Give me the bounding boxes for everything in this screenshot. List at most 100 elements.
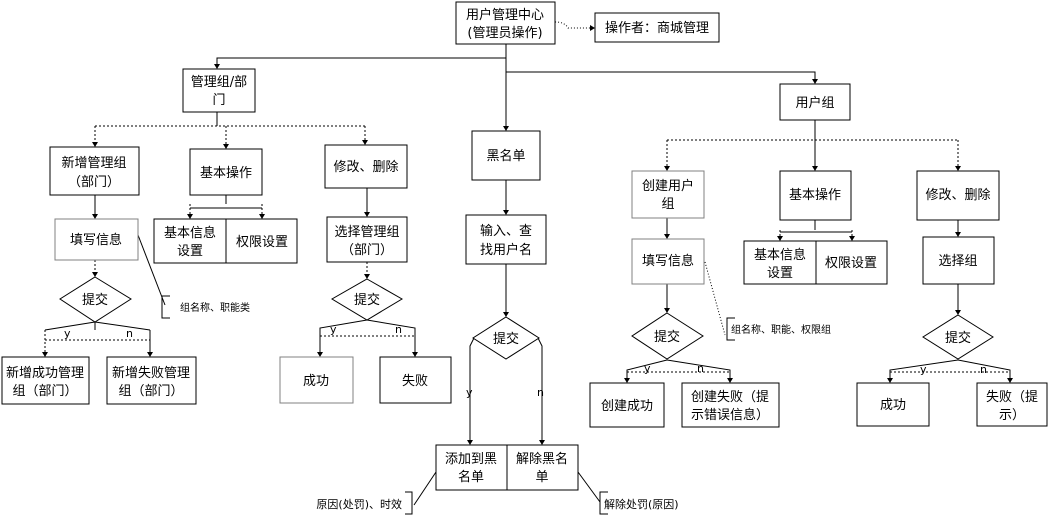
note-unblock-reason: 解除处罚(原因) (599, 491, 679, 515)
arrow-head (317, 352, 323, 357)
success-1-label: 成功 (303, 374, 329, 389)
arrow-head (955, 166, 961, 171)
node-input-find: 输入、查 找用户名 (465, 214, 547, 265)
root-line1: 用户管理中心 (466, 7, 544, 23)
create-fail-line1: 创建失败（提 (691, 389, 769, 405)
fail-hint-line1: 失败（提 (986, 389, 1038, 405)
user-group-label: 用户组 (795, 95, 834, 111)
branch-no-5: n (980, 363, 987, 376)
note-ug-fields: 组名称、职能、权限组 (726, 317, 831, 341)
node-basic-op-1: 基本操作 (189, 148, 263, 196)
arrow-head (214, 64, 220, 69)
node-root: 用户管理中心 (管理员操作) (455, 1, 556, 45)
node-create-ug: 创建用户 组 (631, 170, 705, 219)
branch-no-3: n (537, 386, 544, 399)
arrow-head (887, 378, 893, 383)
connector-root-ug (506, 71, 816, 79)
node-basic-info-2: 基本信息 设置 (743, 240, 817, 285)
node-submit-4: 提交 (631, 312, 704, 360)
add-mg-line2: （部门） (68, 175, 120, 190)
arrow-head (664, 308, 670, 313)
basic-op-1-label: 基本操作 (200, 165, 252, 181)
node-add-blacklist: 添加到黑 名单 (435, 444, 508, 491)
node-fail-1: 失败 (379, 356, 452, 404)
arrow-head (42, 352, 48, 357)
node-create-ok: 创建成功 (589, 382, 665, 428)
node-success-1: 成功 (279, 356, 354, 404)
node-submit-1: 提交 (59, 276, 132, 323)
connector-root-operator (554, 21, 590, 29)
blacklist-label: 黑名单 (486, 148, 525, 164)
node-perm-2: 权限设置 (815, 240, 888, 285)
arrow-head (955, 310, 961, 315)
submit-2-label: 提交 (354, 292, 380, 308)
remove-black-line2: 单 (535, 470, 548, 485)
node-edit-del-2: 修改、删除 (916, 170, 1000, 221)
node-remove-blacklist: 解除黑名 单 (506, 444, 579, 491)
arrow-head (92, 214, 98, 219)
node-submit-3: 提交 (472, 316, 540, 360)
fill-info-1-label: 填写信息 (70, 232, 122, 248)
remove-black-line1: 解除黑名 (516, 451, 568, 467)
connector-submit3-left (626, 359, 668, 378)
note-mg-fields: 组名称、职能类 (161, 295, 250, 319)
submit-4-label: 提交 (654, 329, 680, 345)
arrow-head (1007, 378, 1013, 383)
arrow-head (539, 440, 545, 445)
arrow-head (412, 352, 418, 357)
node-user-group: 用户组 (779, 83, 851, 121)
select-mg-line1: 选择管理组 (334, 225, 399, 240)
branch-yes-2: y (330, 323, 337, 336)
branch-no-4: n (697, 362, 704, 375)
connector-submit2-right (537, 337, 543, 440)
node-select-mg: 选择管理组 （部门） (326, 216, 408, 263)
fill-info-2-label: 填写信息 (642, 253, 694, 269)
branch-no-1: n (126, 327, 133, 340)
branch-yes-1: y (64, 327, 71, 340)
arrow-head (147, 352, 153, 357)
basic-info-2-line1: 基本信息 (754, 247, 806, 263)
note-unblock-reason-text: 解除处罚(原因) (604, 497, 679, 511)
arrow-head (187, 214, 193, 219)
submit-5-label: 提交 (945, 330, 971, 346)
node-fill-info-1: 填写信息 (54, 218, 139, 261)
add-ok-line2: 组（部门） (12, 384, 77, 399)
arrow-head (92, 142, 98, 147)
node-basic-info-1: 基本信息 设置 (153, 218, 227, 264)
add-fail-line2: 组（部门） (118, 384, 183, 399)
branch-no-2: n (395, 323, 402, 336)
node-create-fail: 创建失败（提 示错误信息） (681, 382, 780, 428)
input-find-line2: 找用户名 (480, 242, 532, 258)
node-submit-5: 提交 (922, 314, 994, 360)
note-ug-fields-text: 组名称、职能、权限组 (731, 323, 831, 336)
arrow-head (664, 166, 670, 171)
operator-label: 操作者：商城管理 (605, 20, 709, 36)
connector-root-mg (216, 57, 506, 64)
node-operator: 操作者：商城管理 (594, 12, 720, 43)
connector-submit1-right (366, 319, 416, 352)
node-perm-1: 权限设置 (225, 218, 298, 264)
arrow-head (777, 236, 783, 241)
connector-submit4-right (957, 359, 1011, 378)
arrow-head (955, 232, 961, 237)
create-ok-label: 创建成功 (601, 399, 653, 414)
node-basic-op-2: 基本操作 (779, 170, 852, 221)
add-black-line1: 添加到黑 (445, 452, 497, 467)
note-leader-unblock (577, 471, 601, 503)
note-leader-black (413, 471, 437, 506)
branch-yes-5: y (920, 363, 927, 376)
arrow-head (624, 378, 630, 383)
arrow-head (259, 214, 265, 219)
success-2-label: 成功 (880, 398, 906, 413)
connector-basic2-split (780, 220, 852, 233)
node-management-group: 管理组/部 门 (182, 68, 256, 113)
add-fail-line1: 新增失败管理 (112, 365, 190, 381)
connector-basic1-split (190, 195, 262, 209)
root-line2: (管理员操作) (467, 25, 542, 41)
connector-submit1-left (319, 319, 368, 352)
arrow-head (812, 79, 818, 84)
select-group-label: 选择组 (938, 254, 977, 269)
basic-op-2-label: 基本操作 (789, 187, 841, 203)
create-ug-line1: 创建用户 (642, 178, 694, 194)
